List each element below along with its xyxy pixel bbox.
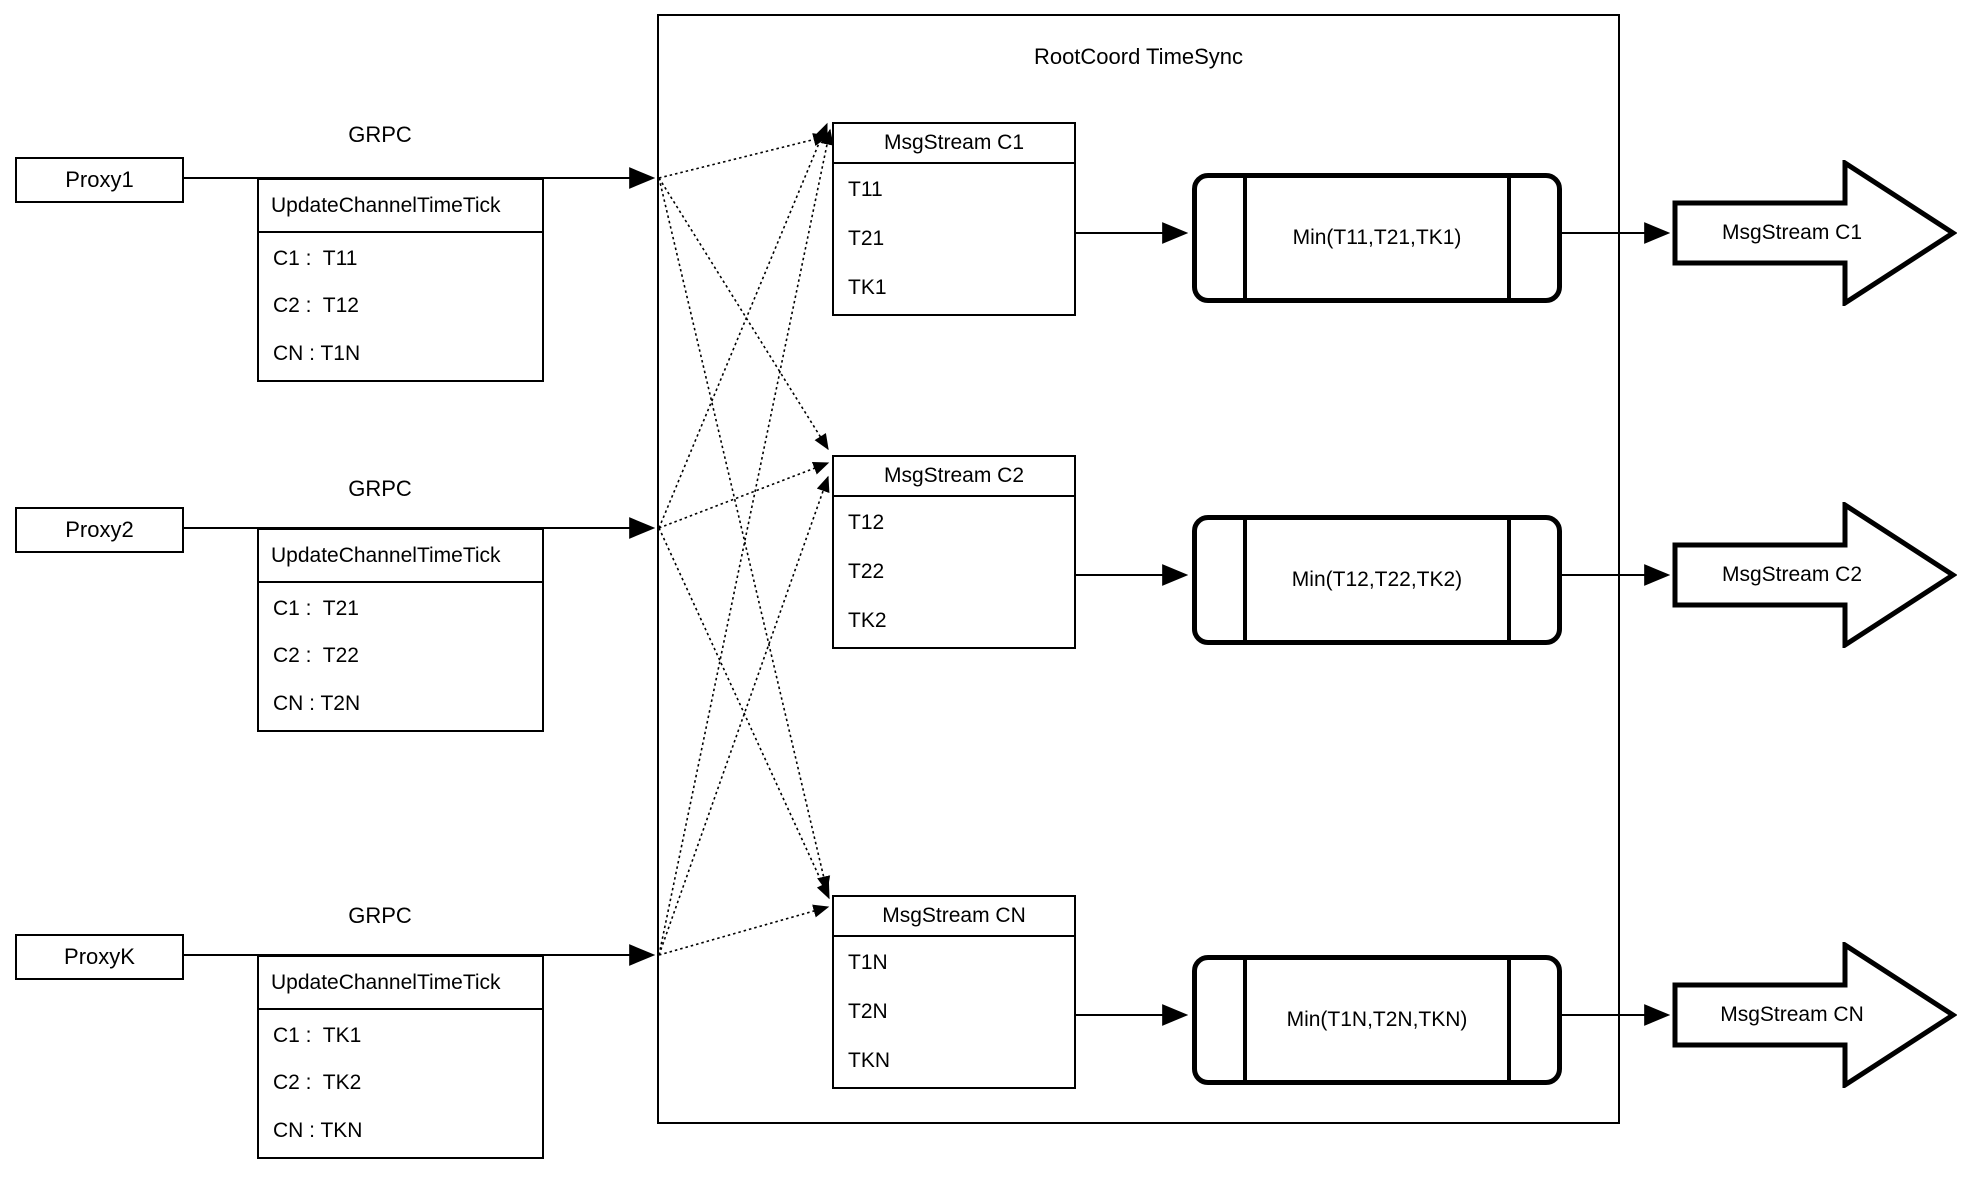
min-box-c2: Min(T12,T22,TK2) — [1192, 515, 1562, 645]
update-timetick-table-2: UpdateChannelTimeTick C1 : T21 C2 : T22 … — [257, 528, 544, 732]
pill-divider — [1243, 520, 1247, 640]
output-arrow-c2: MsgStream C2 — [1672, 502, 1957, 648]
arrow-shape — [1672, 160, 1957, 306]
tick-value: T22 — [848, 559, 885, 583]
tick-value: TK2 — [848, 608, 887, 632]
output-arrow-c2-label: MsgStream C2 — [1721, 563, 1863, 586]
grpc-label-2: GRPC — [348, 476, 412, 501]
proxyk-label: ProxyK — [64, 944, 135, 969]
proxy1-label: Proxy1 — [65, 167, 134, 192]
timetick-row: CN : TKN — [273, 1119, 363, 1143]
min-expression-c1: Min(T11,T21,TK1) — [1292, 226, 1462, 249]
grpc-label-3: GRPC — [348, 903, 412, 928]
min-box-cn: Min(T1N,T2N,TKN) — [1192, 955, 1562, 1085]
proxy1-box: Proxy1 — [15, 157, 184, 203]
timetick-row: C1 : TK1 — [273, 1023, 362, 1047]
proxy2-label: Proxy2 — [65, 517, 134, 542]
rootcoord-container: RootCoord TimeSync — [657, 14, 1620, 1124]
msgstream-table-cn: MsgStream CN T1N T2N TKN — [832, 895, 1076, 1089]
tick-value: T1N — [848, 951, 888, 975]
min-expression-c2: Min(T12,T22,TK2) — [1291, 568, 1463, 591]
rootcoord-title: RootCoord TimeSync — [1033, 44, 1244, 69]
pill-divider — [1507, 178, 1511, 298]
timetick-row: C1 : T21 — [273, 596, 359, 620]
pill-divider — [1507, 960, 1511, 1080]
tick-value: TKN — [848, 1048, 890, 1072]
timetick-row: C2 : T22 — [273, 644, 359, 668]
timetick-row: C2 : T12 — [273, 294, 359, 318]
proxyk-box: ProxyK — [15, 934, 184, 980]
timetick-row: C2 : TK2 — [273, 1071, 362, 1095]
tick-value: T2N — [848, 999, 888, 1023]
msgstream-table-c2-header: MsgStream C2 — [834, 457, 1074, 497]
timetick-row: CN : T1N — [273, 342, 361, 366]
pill-divider — [1243, 960, 1247, 1080]
output-arrow-cn: MsgStream CN — [1672, 942, 1957, 1088]
min-expression-cn: Min(T1N,T2N,TKN) — [1286, 1008, 1468, 1031]
msgstream-table-c1: MsgStream C1 T11 T21 TK1 — [832, 122, 1076, 316]
output-arrow-c1-label: MsgStream C1 — [1721, 221, 1863, 244]
proxy2-box: Proxy2 — [15, 507, 184, 553]
pill-divider — [1243, 178, 1247, 298]
grpc-label-1: GRPC — [348, 122, 412, 147]
tick-value: T12 — [848, 511, 885, 535]
msgstream-table-c2: MsgStream C2 T12 T22 TK2 — [832, 455, 1076, 649]
timetick-row: C1 : T11 — [273, 246, 358, 270]
timetick-row: CN : T2N — [273, 692, 361, 716]
update-timetick-header-1: UpdateChannelTimeTick — [259, 180, 542, 233]
update-timetick-table-3: UpdateChannelTimeTick C1 : TK1 C2 : TK2 … — [257, 955, 544, 1159]
update-timetick-header-3: UpdateChannelTimeTick — [259, 957, 542, 1010]
update-timetick-table-1: UpdateChannelTimeTick C1 : T11 C2 : T12 … — [257, 178, 544, 382]
output-arrow-cn-label: MsgStream CN — [1720, 1003, 1864, 1026]
arrow-shape — [1672, 502, 1957, 648]
min-box-c1: Min(T11,T21,TK1) — [1192, 173, 1562, 303]
msgstream-table-cn-header: MsgStream CN — [834, 897, 1074, 937]
pill-divider — [1507, 520, 1511, 640]
update-timetick-header-2: UpdateChannelTimeTick — [259, 530, 542, 583]
tick-value: T21 — [848, 226, 885, 250]
tick-value: T11 — [848, 178, 883, 202]
tick-value: TK1 — [848, 275, 887, 299]
output-arrow-c1: MsgStream C1 — [1672, 160, 1957, 306]
msgstream-table-c1-header: MsgStream C1 — [834, 124, 1074, 164]
arrow-shape — [1672, 942, 1957, 1088]
